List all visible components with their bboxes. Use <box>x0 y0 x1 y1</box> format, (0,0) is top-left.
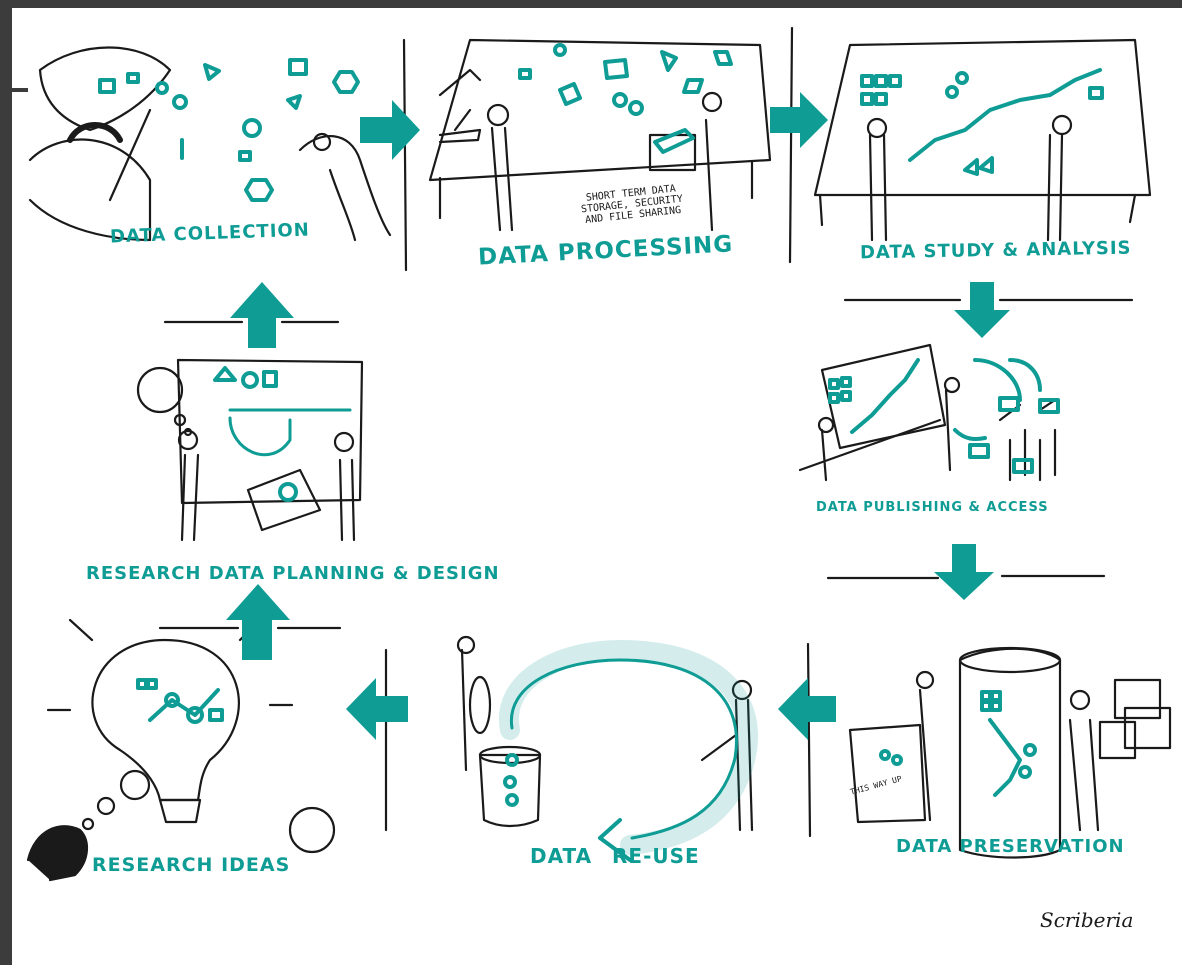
window-frame-top <box>0 0 1182 8</box>
publishing-scene <box>798 343 1057 482</box>
analysis-table-icon <box>813 38 1152 197</box>
arrow-up-icon <box>230 282 294 348</box>
jar-icon <box>478 753 542 828</box>
stage-label-reuse-word1: DATA <box>530 844 593 868</box>
window-frame-left <box>0 0 12 965</box>
stage-label-ideas: RESEARCH IDEAS <box>92 854 291 876</box>
table-icon <box>428 38 772 182</box>
stage-label-preservation: DATA PRESERVATION <box>896 836 1125 857</box>
stage-label-planning: RESEARCH DATA PLANNING & DESIGN <box>86 563 500 584</box>
arrow-left-icon <box>778 678 836 740</box>
box-icon <box>848 723 927 824</box>
butterfly-net-icon <box>38 46 172 132</box>
whiteboard-icon <box>820 343 947 450</box>
planning-scene <box>136 358 364 542</box>
lightbulb-thought-icon <box>136 366 184 414</box>
stage-label-reuse-word2: RE-USE <box>612 844 700 868</box>
processing-scene <box>428 38 772 232</box>
divider-line <box>402 38 408 272</box>
collection-scene <box>28 46 392 242</box>
lightbulb-icon <box>91 638 240 802</box>
map-icon <box>246 468 322 532</box>
arrow-right-icon <box>770 92 828 148</box>
arrow-down-icon <box>954 282 1010 338</box>
divider-line <box>788 26 794 264</box>
arrow-left-icon <box>346 678 408 740</box>
arrow-up-icon <box>226 584 290 660</box>
whiteboard-icon <box>176 358 364 505</box>
signature: Scriberia <box>1040 908 1134 932</box>
preservation-scene <box>848 646 1172 859</box>
microscope-icon <box>438 68 482 144</box>
ideas-scene <box>26 616 336 882</box>
jar-icon <box>958 647 1062 859</box>
analysis-scene <box>813 38 1152 242</box>
arrow-right-icon <box>360 100 420 160</box>
arrow-down-icon <box>934 544 994 600</box>
stage-label-publishing: DATA PUBLISHING & ACCESS <box>816 500 1049 515</box>
divider-line <box>806 642 812 838</box>
reuse-scene <box>456 635 754 832</box>
window-frame-corner-inner <box>12 8 28 88</box>
